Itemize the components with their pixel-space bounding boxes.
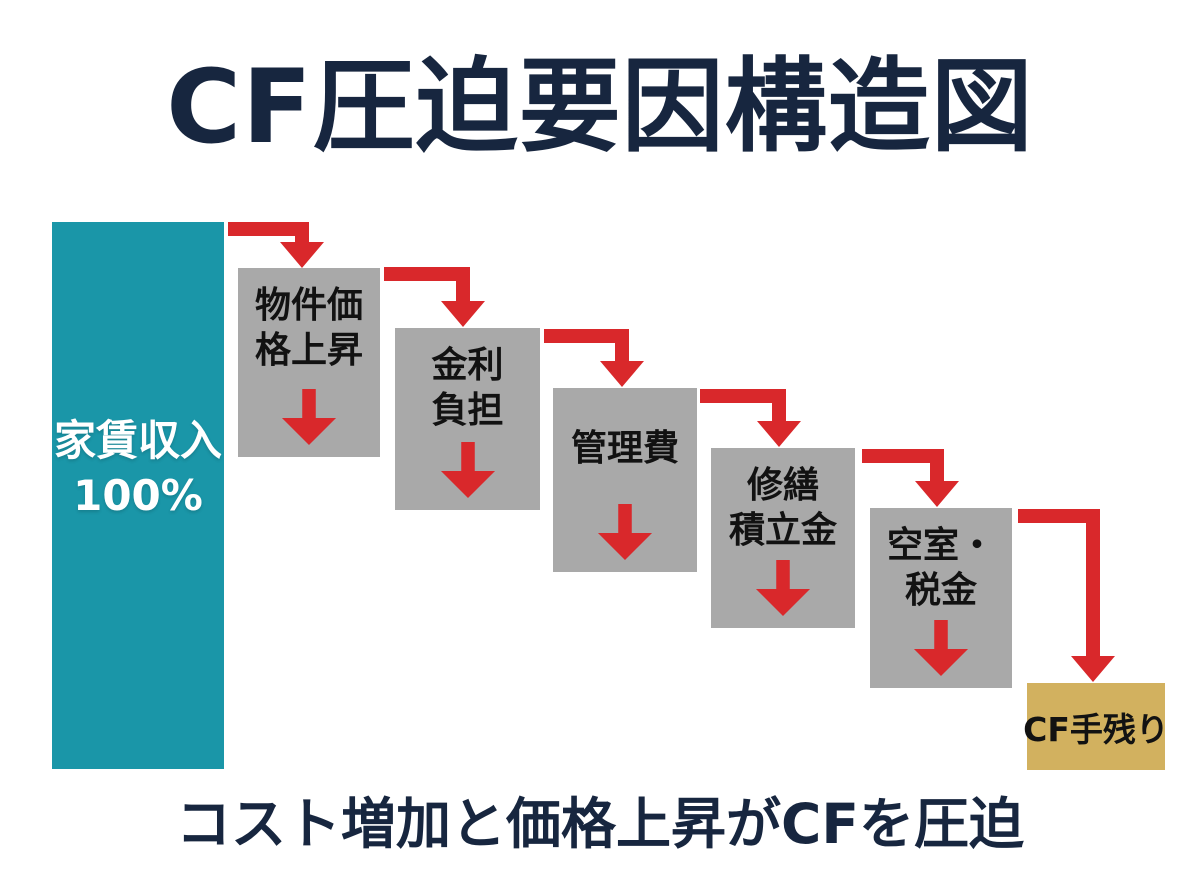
- down-arrow-icon: [913, 620, 969, 676]
- diagram-title: CF圧迫要因構造図: [166, 48, 1034, 167]
- bottom-caption: コスト増加と価格上昇がCFを圧迫: [176, 792, 1024, 856]
- elbow-arrow-icon-3: [544, 329, 644, 387]
- cost-box-repair-reserve: 修繕 積立金: [711, 448, 855, 628]
- cost-box-interest-burden: 金利 負担: [395, 328, 540, 510]
- down-arrow-icon: [281, 389, 337, 445]
- down-arrow-icon: [597, 504, 653, 560]
- cost-box-vacancy-tax: 空室・ 税金: [870, 508, 1012, 688]
- cost-box-label: 空室・ 税金: [886, 525, 995, 611]
- income-bar: 家賃収入 100%: [52, 222, 224, 769]
- income-bar-label: 家賃収入 100%: [53, 415, 222, 520]
- elbow-arrow-icon-4: [700, 389, 801, 447]
- down-arrow-icon: [755, 560, 811, 616]
- elbow-arrow-icon-2: [384, 267, 485, 327]
- cost-box-label: 物件価 格上昇: [254, 285, 363, 371]
- cost-box-label: 修繕 積立金: [728, 465, 837, 551]
- elbow-arrow-icon-5: [862, 449, 959, 507]
- cost-box-label: 金利 負担: [431, 345, 504, 431]
- elbow-arrow-icon-1: [228, 222, 324, 268]
- result-box-cf-remaining: CF手残り: [1023, 683, 1169, 770]
- result-box-label: CF手残り: [1023, 709, 1169, 749]
- cost-box-property-price: 物件価 格上昇: [238, 268, 380, 457]
- cost-box-label: 管理費: [570, 427, 679, 469]
- down-arrow-icon: [440, 442, 495, 498]
- elbow-arrow-icon-6: [1018, 509, 1115, 682]
- cost-box-management-fee: 管理費: [553, 388, 697, 572]
